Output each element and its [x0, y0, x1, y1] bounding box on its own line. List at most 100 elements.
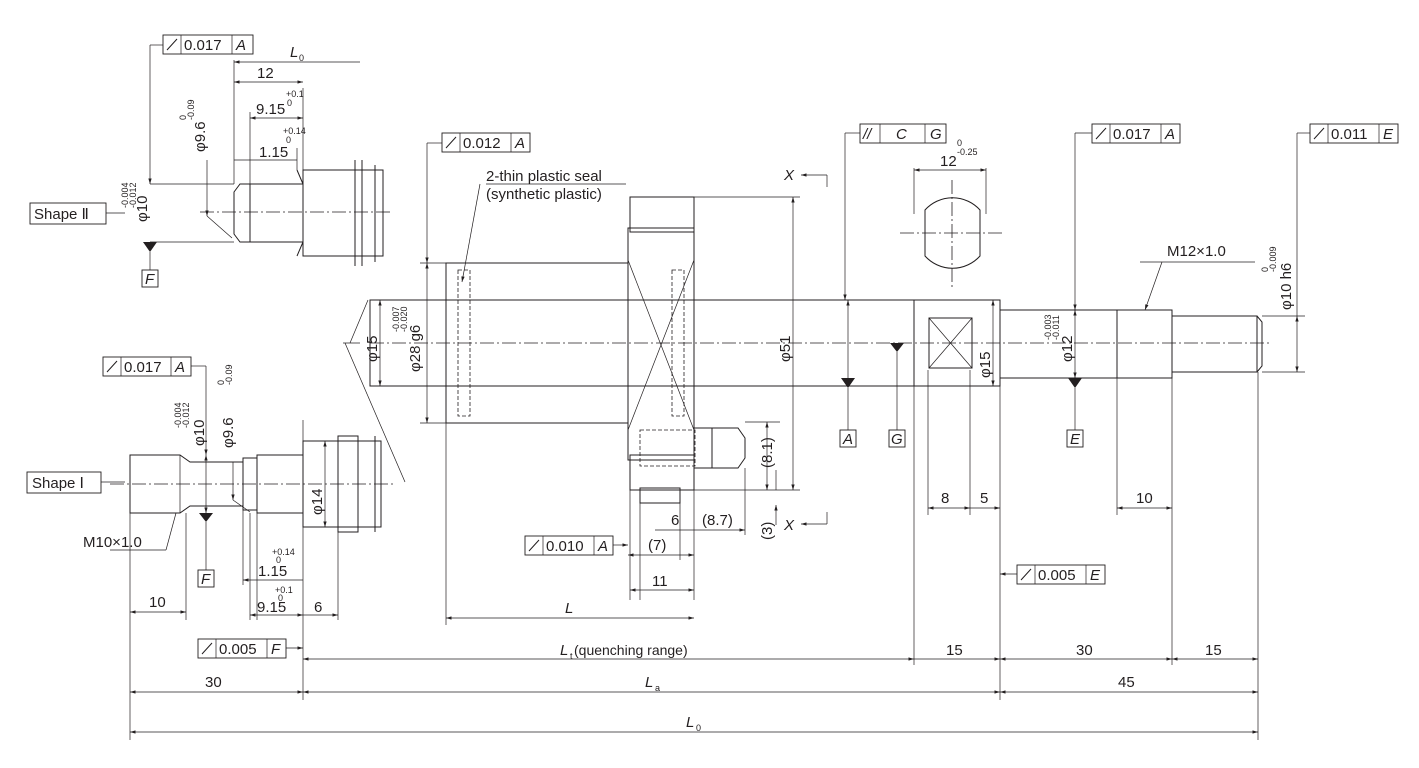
- overall-dims: L t (quenching range) 15 30 15 30 L a 45…: [129, 620, 1258, 740]
- svg-text:0.017: 0.017: [1113, 126, 1151, 143]
- svg-text:L: L: [560, 642, 568, 659]
- svg-text:6: 6: [314, 599, 322, 616]
- svg-text:30: 30: [205, 674, 222, 691]
- svg-text:M10×1.0: M10×1.0: [83, 534, 142, 551]
- svg-text:(3): (3): [759, 522, 776, 540]
- shape2-label: Shape Ⅱ: [29, 202, 125, 225]
- svg-text:φ15: φ15: [364, 336, 381, 362]
- section-x-marks: X X: [783, 167, 828, 534]
- svg-text:1.15: 1.15: [259, 144, 288, 161]
- seal-leader: 2-thin plastic seal (synthetic plastic): [461, 168, 626, 283]
- svg-text:+0.14: +0.14: [272, 547, 295, 557]
- svg-text:0: 0: [286, 135, 291, 145]
- svg-text:0.005: 0.005: [1038, 567, 1076, 584]
- svg-text:0: 0: [287, 98, 292, 108]
- svg-text:Shape Ⅰ: Shape Ⅰ: [32, 475, 84, 492]
- svg-text:A: A: [842, 431, 853, 448]
- svg-text:L: L: [565, 600, 573, 617]
- svg-text:(7): (7): [648, 537, 666, 554]
- svg-text:0: 0: [696, 723, 701, 733]
- svg-text:0: 0: [276, 555, 281, 565]
- svg-text:G: G: [891, 431, 903, 448]
- svg-text:-0.012: -0.012: [181, 402, 191, 428]
- svg-text:1.15: 1.15: [258, 563, 287, 580]
- svg-text:30: 30: [1076, 642, 1093, 659]
- svg-text:φ12: φ12: [1059, 336, 1076, 362]
- svg-text:(8.1): (8.1): [759, 437, 776, 468]
- svg-text:10: 10: [1136, 490, 1153, 507]
- svg-text:φ10: φ10: [191, 420, 208, 446]
- svg-text:X: X: [783, 167, 795, 184]
- svg-text:L: L: [645, 674, 653, 691]
- svg-text:φ9.6: φ9.6: [192, 121, 209, 152]
- svg-text:5: 5: [980, 490, 988, 507]
- svg-text:0: 0: [299, 53, 304, 63]
- svg-text:φ15: φ15: [977, 352, 994, 378]
- svg-text:(8.7): (8.7): [702, 512, 733, 529]
- svg-text://: //: [862, 126, 873, 143]
- shape2-shaft: [200, 160, 390, 266]
- svg-text:+0.1: +0.1: [275, 585, 293, 595]
- svg-text:a: a: [655, 683, 660, 693]
- svg-text:-0.004: -0.004: [120, 182, 130, 208]
- svg-text:φ9.6: φ9.6: [220, 417, 237, 448]
- svg-text:Shape Ⅱ: Shape Ⅱ: [34, 206, 89, 223]
- svg-text:E: E: [1383, 126, 1394, 143]
- svg-text:11: 11: [652, 573, 668, 590]
- shape1-label: Shape Ⅰ: [26, 471, 125, 494]
- svg-text:9.15: 9.15: [257, 599, 286, 616]
- datum-f-top: F: [141, 269, 159, 288]
- svg-text:45: 45: [1118, 674, 1135, 691]
- svg-text:0: 0: [957, 138, 962, 148]
- svg-text:0: 0: [178, 115, 188, 120]
- svg-text:-0.012: -0.012: [128, 182, 138, 208]
- nut-gdt-frame: 0.012 A: [425, 132, 531, 263]
- svg-text:6: 6: [671, 512, 679, 529]
- left-gdt-frame: 0.005 F: [197, 638, 303, 659]
- svg-text:A: A: [174, 359, 185, 376]
- svg-text:A: A: [1164, 126, 1175, 143]
- svg-text:A: A: [514, 135, 525, 152]
- svg-text:-0.09: -0.09: [224, 364, 234, 385]
- parallelism-frame: // C G: [843, 123, 947, 300]
- svg-text:A: A: [235, 37, 246, 54]
- main-diameter-dims: φ15 φ28 g6 -0.007 -0.020 φ51 φ15 φ12 -0.…: [364, 196, 1305, 491]
- main-screw-shaft: [343, 299, 1270, 483]
- svg-text:F: F: [145, 271, 155, 288]
- svg-text:0.005: 0.005: [219, 641, 257, 658]
- ball-nut-body: [445, 196, 695, 504]
- svg-text:G: G: [930, 126, 942, 143]
- svg-text:-0.020: -0.020: [399, 306, 409, 332]
- shape1-shaft: [110, 420, 395, 700]
- svg-text:15: 15: [946, 642, 963, 659]
- svg-text:φ14: φ14: [309, 489, 326, 515]
- flat-section-view: 12 0 -0.25: [900, 138, 1005, 290]
- datum-markers: A G E: [839, 300, 1084, 448]
- shaft-gdt-frame: 0.005 E: [1000, 564, 1106, 585]
- svg-text:(synthetic plastic): (synthetic plastic): [486, 186, 602, 203]
- svg-text:10: 10: [149, 594, 166, 611]
- svg-text:-0.007: -0.007: [391, 306, 401, 332]
- datum-f-bottom: F: [197, 569, 215, 588]
- shape2-gdt-frame: 0.017 A: [162, 34, 254, 55]
- svg-text:-0.09: -0.09: [186, 99, 196, 120]
- svg-text:0: 0: [278, 593, 283, 603]
- svg-text:0.010: 0.010: [546, 538, 584, 555]
- flange-gdt-frame: 0.010 A: [524, 535, 628, 556]
- svg-text:φ51: φ51: [777, 336, 794, 362]
- svg-text:t: t: [570, 651, 573, 661]
- svg-text:-0.003: -0.003: [1043, 314, 1053, 340]
- svg-text:φ10: φ10: [134, 196, 151, 222]
- svg-text:2-thin plastic seal: 2-thin plastic seal: [486, 168, 602, 185]
- svg-text:E: E: [1070, 431, 1081, 448]
- svg-text:-0.009: -0.009: [1268, 246, 1278, 272]
- shape1-gdt-frame: 0.017 A: [102, 356, 208, 455]
- right-gdt-frames: 0.017 A 0.011 E: [1073, 123, 1399, 316]
- s2-L0: L: [290, 44, 298, 61]
- svg-text:-0.011: -0.011: [1051, 315, 1061, 340]
- svg-text:-0.004: -0.004: [173, 402, 183, 428]
- svg-text:12: 12: [257, 65, 274, 82]
- svg-text:0.011: 0.011: [1331, 126, 1367, 143]
- svg-text:-0.25: -0.25: [957, 147, 978, 157]
- svg-text:0.012: 0.012: [463, 135, 501, 152]
